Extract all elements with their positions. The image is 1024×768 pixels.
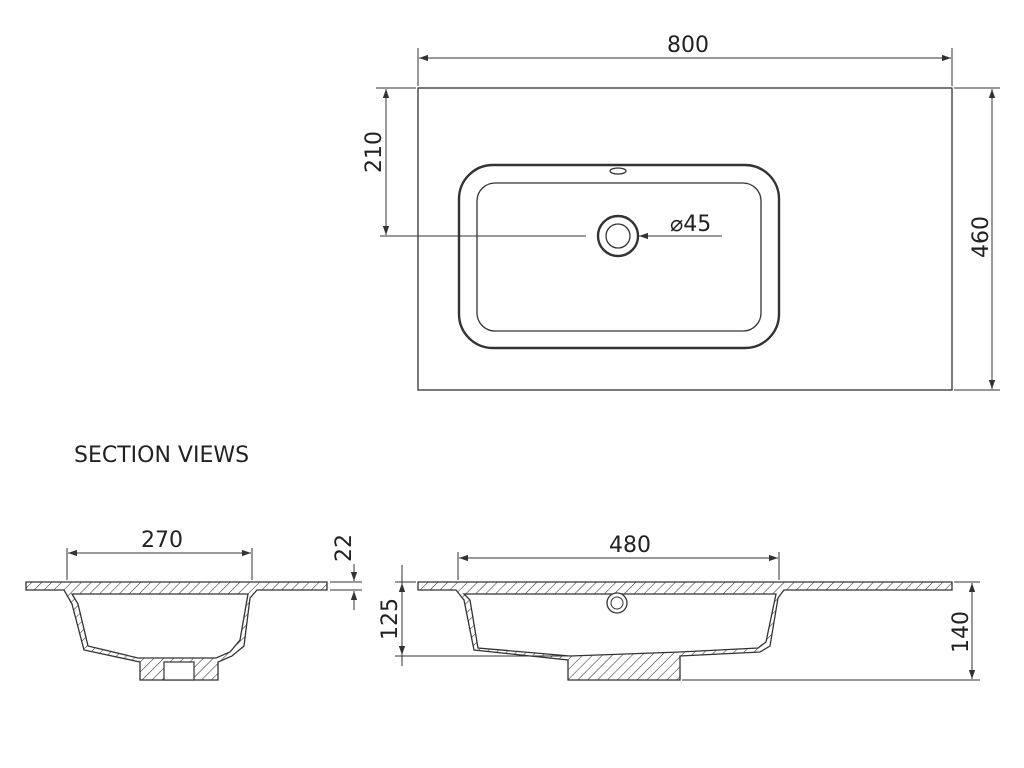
- drain-inner-circle: [605, 223, 631, 249]
- front-overflow-inner: [610, 596, 624, 610]
- side-section-body: [25, 581, 328, 681]
- front-section-body: [417, 581, 953, 681]
- slab-thickness-label: 22: [332, 534, 357, 562]
- width-label: 800: [667, 33, 709, 58]
- depth-label: 460: [969, 216, 994, 258]
- drain-outer-circle: [596, 214, 640, 258]
- countertop-outline: [417, 87, 953, 391]
- front-overflow-outer: [606, 592, 628, 614]
- section-views-heading: SECTION VIEWS: [74, 443, 249, 468]
- drain-offset-label: 210: [362, 131, 387, 173]
- side-bowl-width-label: 270: [141, 528, 183, 553]
- front-section-view: 480 125 140: [378, 533, 980, 681]
- top-view: 800 460 210 ⌀45: [362, 33, 1000, 391]
- bowl-outer-rim: [457, 163, 781, 350]
- overflow-hole: [609, 167, 627, 175]
- bowl-depth-label: 125: [378, 598, 403, 640]
- overall-depth-label: 140: [949, 611, 974, 653]
- side-drain-outlet: [163, 661, 195, 681]
- bowl-inner-edge: [476, 182, 762, 332]
- side-section-view: 270 22: [25, 528, 362, 681]
- front-bowl-width-label: 480: [609, 533, 651, 558]
- drain-diameter-label: ⌀45: [670, 212, 711, 237]
